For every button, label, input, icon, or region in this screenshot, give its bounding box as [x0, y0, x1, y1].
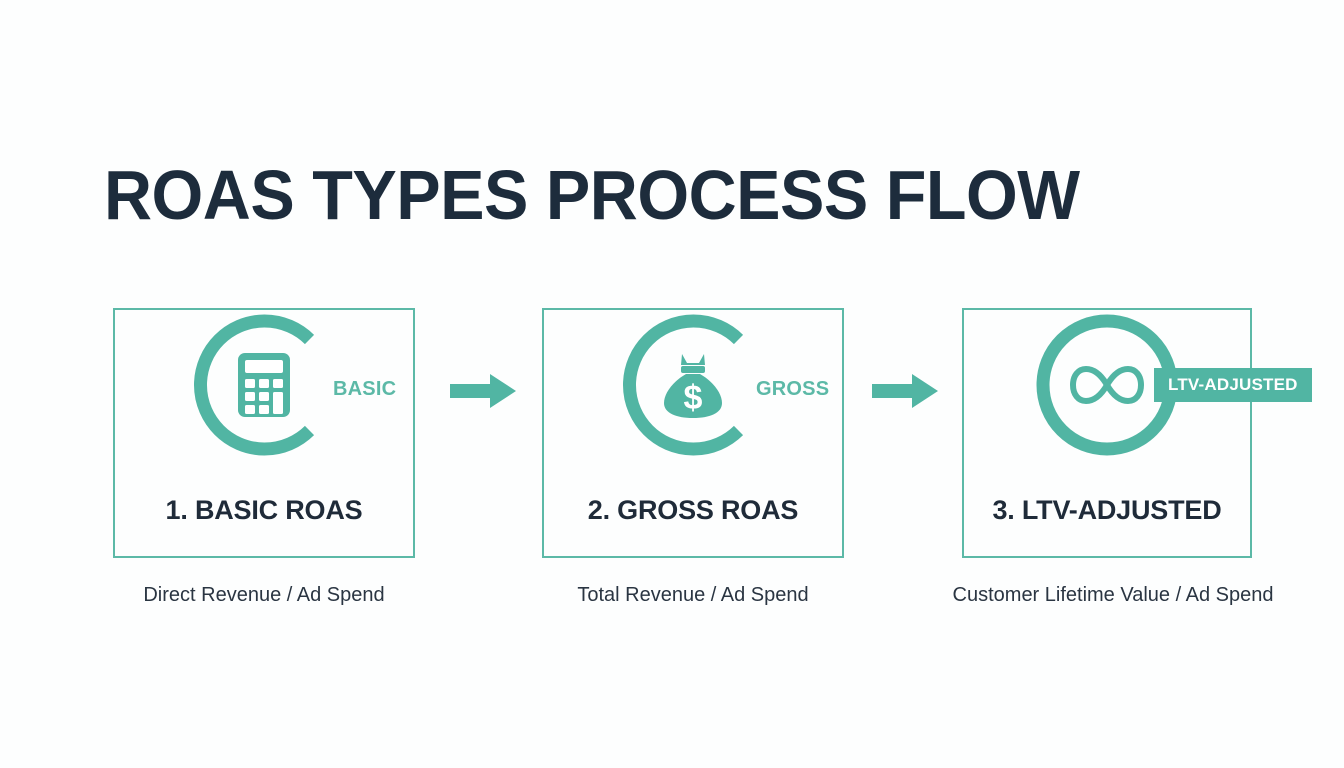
step-title: 1. BASIC ROAS [165, 495, 363, 525]
step-badge-label: LTV-ADJUSTED [1154, 368, 1312, 402]
step-badge-label: GROSS [756, 378, 830, 400]
flow-step-basic-roas[interactable]: BASIC 1. BASIC ROAS Direct Revenue / Ad … [113, 308, 415, 606]
step-title: 3. LTV-ADJUSTED [992, 495, 1222, 525]
step-card: BASIC 1. BASIC ROAS [113, 308, 415, 558]
svg-text:$: $ [684, 379, 703, 417]
step-title: 2. GROSS ROAS [587, 495, 799, 525]
step-badge-label: BASIC [333, 378, 397, 400]
step-caption: Total Revenue / Ad Spend [577, 584, 809, 606]
step-caption: Customer Lifetime Value / Ad Spend [952, 584, 1274, 606]
infinity-icon [1014, 292, 1200, 478]
arrow-right-icon [450, 374, 516, 408]
calculator-icon [171, 292, 357, 478]
arrow-right-icon [872, 374, 938, 408]
flow-step-gross-roas[interactable]: $ GROSS 2. GROSS ROAS Total Revenue / Ad… [542, 308, 844, 606]
flow-step-ltv-adjusted-roas[interactable]: LTV-ADJUSTED 3. LTV-ADJUSTED Customer Li… [953, 308, 1312, 606]
step-caption: Direct Revenue / Ad Spend [143, 584, 385, 606]
money-bag-icon: $ [600, 292, 786, 478]
step-card: LTV-ADJUSTED 3. LTV-ADJUSTED [962, 308, 1312, 558]
step-card: $ GROSS 2. GROSS ROAS [542, 308, 844, 558]
page-title: ROAS TYPES PROCESS FLOW [104, 155, 1080, 234]
